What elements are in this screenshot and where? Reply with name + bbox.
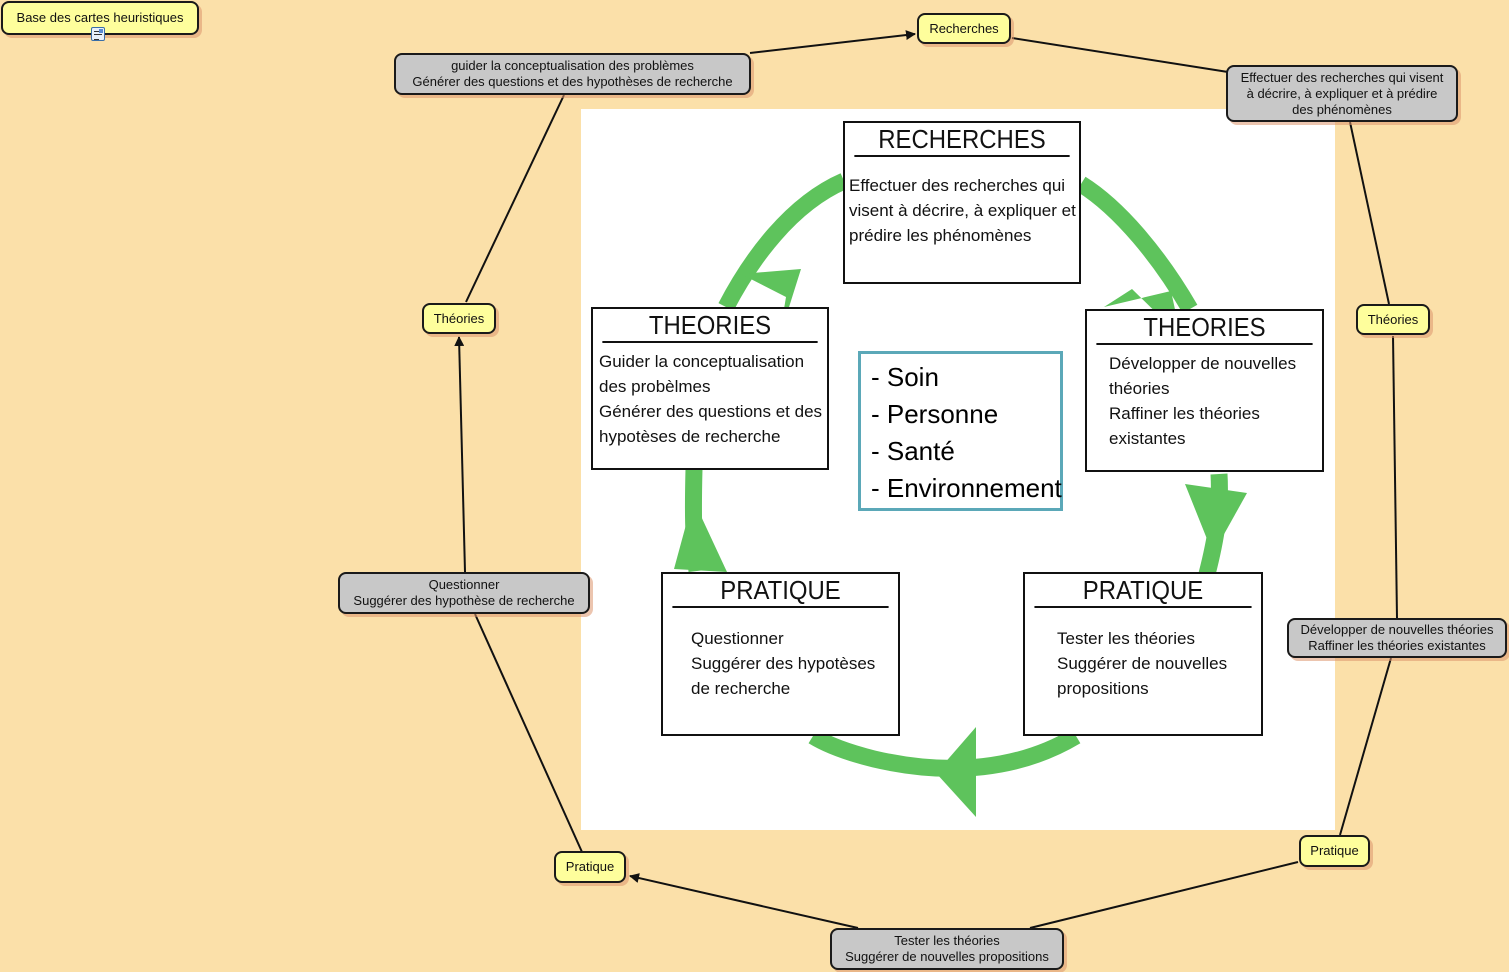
embedded-cycle-image: RECHERCHES Effectuer des recherches qui … xyxy=(581,109,1335,830)
link-guider-to-recherches xyxy=(749,30,916,54)
link-phrase-line: Développer de nouvelles théories xyxy=(1300,622,1494,637)
link-developper-to-pratique-right xyxy=(1339,657,1392,836)
node-label: Pratique xyxy=(565,859,615,874)
node-label: Théories xyxy=(433,310,485,326)
cycle-arrows xyxy=(674,173,1247,817)
box-line: Générer des questions et des xyxy=(599,402,823,421)
box-body: Tester les théories Suggérer de nouvelle… xyxy=(1025,608,1261,701)
link-phrase-guider[interactable]: guider la conceptualisation des problème… xyxy=(394,53,751,95)
concept-item: - Environnement xyxy=(871,473,1062,503)
link-phrase-tester[interactable]: Tester les théories Suggérer de nouvelle… xyxy=(830,928,1064,970)
box-title: THEORIES xyxy=(602,309,818,343)
core-concepts-box: - Soin - Personne - Santé - Environnemen… xyxy=(858,351,1063,511)
link-phrase-line: Questionner xyxy=(428,577,500,592)
link-phrase-effectuer[interactable]: Effectuer des recherches qui visent à dé… xyxy=(1226,65,1458,122)
box-body: Développer de nouvelles théories Raffine… xyxy=(1087,345,1322,451)
box-line: Suggérer de nouvelles xyxy=(1057,654,1228,673)
box-theories-left: THEORIES Guider la conceptualisation des… xyxy=(591,307,829,470)
box-title: PRATIQUE xyxy=(1034,574,1252,608)
cycle-arrowhead-left xyxy=(674,499,727,572)
box-title: PRATIQUE xyxy=(672,574,889,608)
box-pratique-right: PRATIQUE Tester les théories Suggérer de… xyxy=(1023,572,1263,736)
box-line: Questionner xyxy=(691,629,784,648)
box-line: de recherche xyxy=(691,679,791,698)
node-pratique-right[interactable]: Pratique xyxy=(1299,835,1370,867)
box-line: des probèlmes xyxy=(599,377,711,396)
box-line: Guider la conceptualisation xyxy=(599,352,805,371)
box-line: visent à décrire, à expliquer et xyxy=(849,201,1076,220)
box-line: hypotèses de recherche xyxy=(599,427,781,446)
link-phrase-line: Raffiner les théories existantes xyxy=(1308,638,1486,653)
link-tester-to-pratique-left xyxy=(629,873,859,929)
cycle-arc-top-left xyxy=(718,173,848,311)
link-phrase-line: guider la conceptualisation des problème… xyxy=(451,58,694,73)
cycle-arrowhead-top-left xyxy=(741,269,801,339)
link-phrase-line: Suggérer des hypothèse de recherche xyxy=(353,593,575,608)
node-recherches[interactable]: Recherches xyxy=(917,13,1011,44)
cycle-arrowhead-right xyxy=(1185,484,1247,554)
link-phrase-developper[interactable]: Développer de nouvelles théories Raffine… xyxy=(1287,618,1507,658)
link-phrase-line: Suggérer de nouvelles propositions xyxy=(845,949,1049,964)
box-recherches: RECHERCHES Effectuer des recherches qui … xyxy=(843,121,1081,284)
link-pratique-left-to-questionner xyxy=(474,613,583,853)
box-body: Guider la conceptualisation des probèlme… xyxy=(593,343,827,449)
link-phrase-line: Effectuer des recherches qui visent xyxy=(1240,69,1444,85)
box-line: Suggérer des hypotèses xyxy=(691,654,876,673)
concept-item: - Personne xyxy=(871,399,999,429)
box-line: Effectuer des recherches qui xyxy=(849,176,1066,195)
box-line: Tester les théories xyxy=(1057,629,1195,648)
cycle-arc-bottom xyxy=(808,728,1081,777)
root-node-label: Base des cartes heuristiques xyxy=(16,10,184,25)
node-label: Recherches xyxy=(929,20,999,36)
node-theories-right[interactable]: Théories xyxy=(1356,304,1430,335)
concept-item: - Soin xyxy=(871,362,939,392)
link-phrase-questionner[interactable]: Questionner Suggérer des hypothèse de re… xyxy=(338,572,590,614)
link-recherches-to-effectuer xyxy=(1011,37,1229,73)
link-theories-right-to-developper xyxy=(1392,335,1398,619)
cycle-arrowhead-top-right xyxy=(1104,289,1181,337)
box-theories-right: THEORIES Développer de nouvelles théorie… xyxy=(1085,309,1324,472)
node-label: Théories xyxy=(1367,311,1419,327)
link-phrase-line: à décrire, à expliquer et à prédire xyxy=(1246,85,1438,101)
attachment-icon[interactable] xyxy=(91,27,105,41)
box-line: prédire les phénomènes xyxy=(849,226,1032,245)
node-label: Pratique xyxy=(1310,843,1359,858)
link-pratique-right-to-tester xyxy=(1029,861,1299,929)
box-title: RECHERCHES xyxy=(854,123,1070,157)
box-line: existantes xyxy=(1109,429,1186,448)
box-line: théories xyxy=(1109,379,1170,398)
box-pratique-left: PRATIQUE Questionner Suggérer des hypotè… xyxy=(661,572,900,736)
node-pratique-left[interactable]: Pratique xyxy=(554,851,626,883)
box-line: Développer de nouvelles xyxy=(1109,354,1297,373)
box-body: Questionner Suggérer des hypotèses de re… xyxy=(663,608,898,701)
cycle-arc-top-right xyxy=(1076,176,1198,314)
link-theories-left-to-guider xyxy=(465,94,565,303)
link-effectuer-to-theories-right xyxy=(1349,121,1390,305)
box-body: Effectuer des recherches qui visent à dé… xyxy=(845,157,1079,248)
box-line: propositions xyxy=(1057,679,1149,698)
link-phrase-line: des phénomènes xyxy=(1292,101,1392,117)
box-title: THEORIES xyxy=(1096,311,1313,345)
link-phrase-line: Tester les théories xyxy=(894,933,1000,948)
box-line: Raffiner les théories xyxy=(1109,404,1260,423)
cycle-arrowhead-bottom xyxy=(936,727,976,817)
concept-item: - Santé xyxy=(871,436,955,466)
link-questionner-to-theories-left xyxy=(454,336,466,573)
node-theories-left[interactable]: Théories xyxy=(422,303,496,334)
link-phrase-line: Générer des questions et des hypothèses … xyxy=(412,74,733,89)
